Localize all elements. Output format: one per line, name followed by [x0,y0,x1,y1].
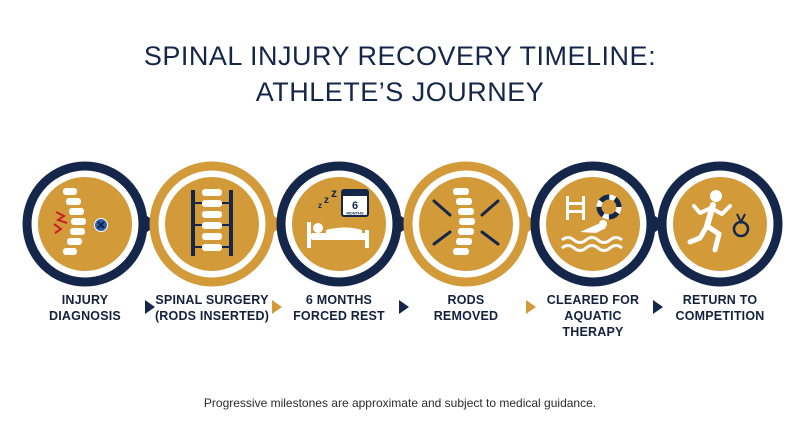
step-3-label-line-1: 6 MONTHS [305,293,373,307]
rod-removal-icon [432,188,500,255]
step-5-label-line-1: CLEARED FOR [546,293,640,307]
step-label-aquatic-therapy: CLEARED FOR AQUATIC THERAPY [529,292,657,340]
calendar-number: 6 [352,200,358,212]
label-arrow-1 [145,300,155,314]
step-6-label-line-1: RETURN TO [682,293,758,307]
step-5-circle [530,161,656,287]
step-3-circle: 6 MONTHS z z z [276,161,402,287]
svg-text:z: z [324,195,329,206]
step-2-circle [149,161,275,287]
page-title: SPINAL INJURY RECOVERY TIMELINE: ATHLETE… [0,38,800,110]
spine-with-rods-icon [191,189,233,256]
step-4-label-line-2: REMOVED [433,309,499,323]
label-arrow-4 [526,300,536,314]
step-4-label-line-1: RODS [447,293,485,307]
title-line-2: ATHLETE’S JOURNEY [255,77,545,107]
step-label-forced-rest: 6 MONTHS FORCED REST [275,292,403,324]
step-3-label-line-2: FORCED REST [293,309,385,323]
injured-spine-icon [53,188,108,255]
runner-medal-icon [687,190,750,253]
swimmer-pool-icon [561,194,623,252]
step-5-label-line-2: AQUATIC [564,309,622,323]
label-arrow-2 [272,300,282,314]
title-line-1: SPINAL INJURY RECOVERY TIMELINE: [143,41,657,71]
step-1-label-line-1: INJURY [61,293,109,307]
label-arrow-5 [653,300,663,314]
step-4-circle [403,161,529,287]
step-label-injury-diagnosis: INJURY DIAGNOSIS [21,292,149,324]
svg-text:z: z [318,201,322,210]
calendar-text: MONTHS [346,211,364,216]
step-label-return-to-competition: RETURN TO COMPETITION [656,292,784,324]
step-6-label-line-2: COMPETITION [675,309,765,323]
label-arrow-3 [399,300,409,314]
step-5-label-line-3: THERAPY [562,325,624,339]
step-1-circle [22,161,148,287]
step-2-label-line-1: SPINAL SURGERY [155,293,269,307]
bed-rest-calendar-icon: 6 MONTHS z z z [307,186,369,248]
svg-text:z: z [331,186,337,200]
footnote: Progressive milestones are approximate a… [203,396,597,410]
step-2-label-line-2: (RODS INSERTED) [154,309,270,323]
step-label-spinal-surgery: SPINAL SURGERY (RODS INSERTED) [148,292,276,324]
step-1-label-line-2: DIAGNOSIS [49,309,121,323]
step-label-rods-removed: RODS REMOVED [402,292,530,324]
step-6-circle [657,161,783,287]
